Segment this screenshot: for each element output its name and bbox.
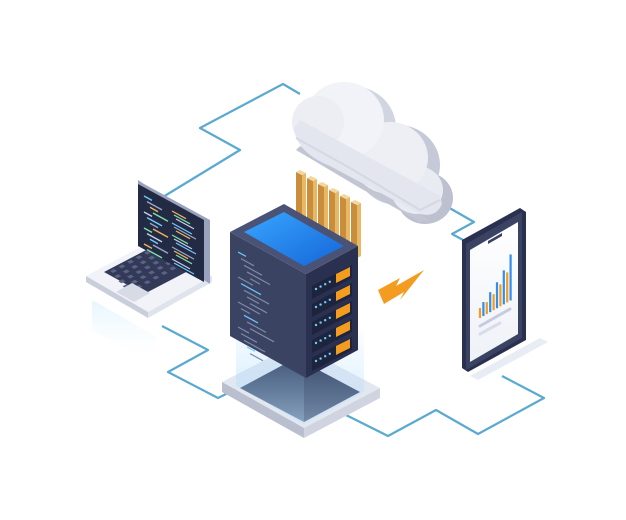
code-line [171, 210, 187, 220]
arrow-left-icon [378, 270, 424, 304]
laptop-key [160, 271, 168, 275]
code-line [149, 222, 159, 229]
code-line [173, 238, 193, 250]
phone-screen [470, 222, 518, 362]
server-code-line [237, 326, 250, 334]
laptop-key [127, 259, 134, 264]
code-line [175, 230, 191, 240]
laptop-key [139, 275, 147, 280]
server-code-line [246, 321, 267, 333]
code-line [171, 222, 193, 235]
server-code-line [237, 301, 261, 315]
laptop-key [135, 270, 143, 274]
laptop-key [110, 269, 117, 273]
laptop-key [114, 274, 122, 279]
laptop-key [143, 280, 151, 285]
code-line [143, 227, 153, 234]
cable [351, 200, 361, 258]
laptop-key [131, 264, 139, 269]
code-line [173, 250, 189, 260]
server-code-line [243, 289, 270, 305]
server-code-line [240, 308, 251, 315]
code-line [146, 233, 163, 243]
connection-server-phone [339, 375, 546, 438]
server-code-line [237, 276, 254, 286]
drive-bay [312, 283, 352, 317]
code-line [146, 201, 163, 211]
code-line [146, 249, 163, 259]
server-code-line [249, 303, 268, 314]
code-line [149, 238, 159, 245]
code-line [171, 246, 195, 260]
code-line [152, 228, 169, 238]
code-line [152, 212, 169, 222]
server-code-line [240, 258, 255, 267]
code-line [173, 226, 197, 240]
server-code-line [249, 278, 261, 285]
laptop-key [152, 275, 160, 280]
connection-laptop-cloud [157, 82, 301, 201]
server-code-line [240, 333, 258, 343]
code-line [173, 262, 195, 275]
code-line [175, 218, 195, 230]
code-line [152, 244, 169, 254]
laptop-key [118, 279, 126, 284]
code-line [143, 243, 153, 250]
server-code-line [249, 353, 264, 362]
server-code-line [249, 328, 275, 343]
laptop-key [122, 284, 130, 289]
smartphone-icon [462, 208, 548, 380]
drive-bay [312, 337, 352, 371]
laptop-key [131, 279, 139, 284]
code-line [143, 195, 153, 202]
server-code-line [243, 314, 259, 324]
code-line [149, 206, 159, 213]
code-line [171, 258, 191, 270]
cloud-icon [292, 82, 453, 224]
laptop-key [122, 269, 130, 274]
code-line [146, 217, 163, 227]
laptop-key [139, 260, 147, 265]
code-line [173, 214, 191, 225]
laptop-key [118, 264, 126, 269]
laptop-key [156, 265, 164, 270]
server-code-line [246, 271, 271, 286]
server-rack-icon [222, 204, 380, 438]
laptop-key [148, 255, 156, 260]
server-top-panel [244, 212, 344, 266]
server-code-line [246, 346, 256, 352]
laptop-icon [86, 180, 212, 366]
laptop-key [126, 274, 134, 279]
server-code-line [243, 264, 263, 276]
server-code-line [240, 283, 262, 296]
laptop-key [169, 266, 177, 271]
server-code-line [243, 339, 266, 353]
server-code-line [246, 296, 260, 305]
code-line [175, 242, 197, 255]
code-line [171, 234, 189, 245]
laptop-key [143, 265, 151, 270]
code-line [143, 211, 153, 218]
bar-chart-icon [478, 254, 512, 318]
drive-bay [312, 301, 352, 335]
code-line [175, 254, 193, 265]
laptop-key [135, 255, 143, 260]
laptop-screen [138, 184, 204, 282]
server-code-line [237, 251, 247, 257]
laptop-key [152, 260, 160, 265]
drive-bay [312, 265, 352, 299]
drive-bay [312, 319, 352, 353]
laptop-key [148, 270, 156, 275]
